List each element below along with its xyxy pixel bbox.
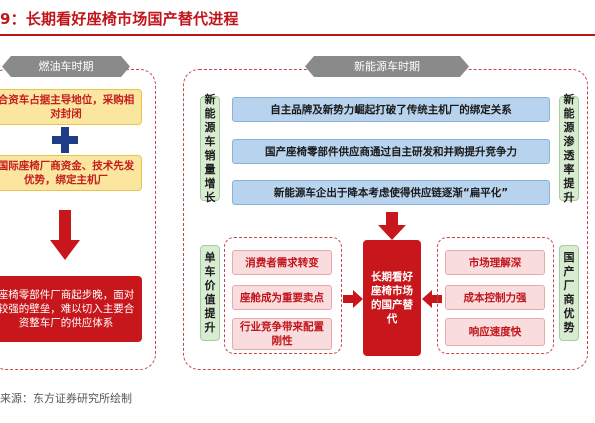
unit-value-label: 单车价值提升	[200, 245, 220, 341]
market-understanding-box: 市场理解深	[445, 250, 545, 275]
plus-icon	[52, 127, 78, 153]
fuel-era-tab: 燃油车时期	[2, 56, 130, 77]
cost-control-box: 成本控制力强	[445, 285, 545, 310]
intl-advantage-box: 国际座椅厂商资金、技术先发优势，绑定主机厂	[0, 155, 142, 191]
source-note: 来源：东方证券研究所绘制	[0, 392, 132, 405]
page-title: 9：长期看好座椅市场国产替代进程	[0, 10, 239, 28]
config-rigidity-box: 行业竞争带来配置刚性	[232, 318, 332, 350]
domestic-advantage-label: 国产厂商优势	[559, 245, 579, 341]
consumer-demand-box: 消费者需求转变	[232, 250, 332, 275]
cockpit-selling-point-box: 座舱成为重要卖点	[232, 285, 332, 310]
domestic-substitution-box: 长期看好座椅市场的国产替代	[363, 240, 421, 356]
down-arrow-icon	[378, 212, 406, 240]
nev-era-tab: 新能源车时期	[305, 56, 469, 77]
banner-domestic-competitiveness: 国产座椅零部件供应商通过自主研发和并购提升竞争力	[232, 139, 550, 164]
domestic-advantage-group	[437, 237, 554, 354]
right-arrow-icon	[343, 290, 363, 308]
down-arrow-icon	[50, 210, 80, 260]
banner-flat-supply-chain: 新能源车企出于降本考虑使得供应链逐渐“扁平化”	[232, 180, 550, 205]
jv-dominance-box: 合资车占据主导地位，采购相对封闭	[0, 89, 142, 125]
title-divider	[0, 34, 595, 36]
nev-sales-growth-label: 新能源车销量增长	[200, 93, 220, 204]
nev-penetration-label: 新能源渗透率提升	[559, 93, 579, 204]
response-speed-box: 响应速度快	[445, 318, 545, 346]
banner-oem-binding: 自主品牌及新势力崛起打破了传统主机厂的绑定关系	[232, 97, 550, 122]
unit-value-group	[224, 237, 342, 354]
left-arrow-icon	[422, 290, 442, 308]
domestic-barrier-box: 座椅零部件厂商起步晚，面对较强的壁垒，难以切入主要合资整车厂的供应体系	[0, 276, 142, 342]
